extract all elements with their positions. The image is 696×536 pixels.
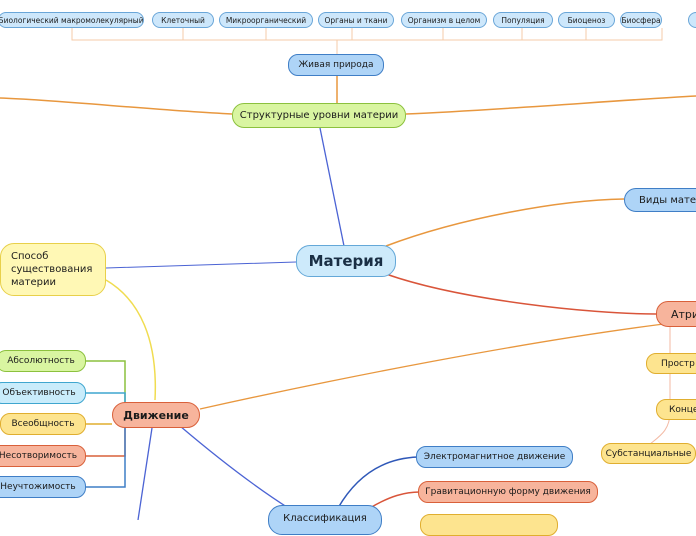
level-label: Организм в целом [407, 15, 481, 25]
structural-levels-label: Структурные уровни материи [239, 110, 399, 121]
link-motion-down [137, 427, 153, 520]
level-label: Микроорганический [225, 15, 307, 25]
prop-indestructibility[interactable]: Неучтожимость [0, 476, 86, 498]
level-biological-macromolecular[interactable]: Биологический макромолекулярный [0, 12, 144, 28]
attributes-label: Атри [671, 307, 696, 321]
level-biosphere[interactable]: Биосфера [620, 12, 662, 28]
attribute-substantial-node[interactable]: Субстанциальные [601, 443, 696, 464]
level-organs-tissues[interactable]: Органы и ткани [318, 12, 394, 28]
link-attribute-items [649, 326, 671, 445]
classification-node[interactable]: Классификация [268, 505, 382, 535]
prop-label: Всеобщность [11, 419, 75, 429]
root-node[interactable]: Материя [296, 245, 396, 277]
level-label: Биосфера [621, 15, 661, 25]
class-gravitational-node[interactable]: Гравитационную форму движения [418, 481, 598, 503]
link-root-attributes [385, 273, 657, 315]
class-electromagnetic-label: Электромагнитное движение [423, 452, 566, 462]
level-organism[interactable]: Организм в целом [401, 12, 487, 28]
link-mode-motion [105, 279, 157, 401]
attribute-substantial-label: Субстанциальные [605, 448, 692, 459]
kinds-label: Виды матер [639, 194, 696, 206]
link-root-levels [319, 127, 345, 247]
level-label: Органы и ткани [324, 15, 388, 25]
attribute-space-node[interactable]: Простр [646, 353, 696, 374]
root-label: Материя [308, 252, 384, 270]
link-motion-classification [179, 425, 291, 510]
class-electromagnetic-node[interactable]: Электромагнитное движение [416, 446, 573, 468]
living-nature-node[interactable]: Живая природа [288, 54, 384, 76]
link-root-mode [105, 261, 297, 269]
prop-objectivity[interactable]: Объективность [0, 382, 86, 404]
structural-levels-node[interactable]: Структурные уровни материи [232, 103, 406, 128]
level-population[interactable]: Популяция [493, 12, 553, 28]
prop-uncreatability[interactable]: Несотворимость [0, 445, 86, 467]
attributes-node[interactable]: Атри [656, 301, 696, 327]
kinds-node[interactable]: Виды матер [624, 188, 696, 212]
level-cellular[interactable]: Клеточный [152, 12, 214, 28]
prop-label: Несотворимость [0, 451, 78, 461]
level-label: Биологический макромолекулярный [0, 15, 144, 25]
attribute-concept-node[interactable]: Конце [656, 399, 696, 420]
class-gravitational-label: Гравитационную форму движения [425, 487, 591, 497]
attribute-space-label: Простр [661, 358, 695, 369]
top-level-bracket [71, 28, 663, 55]
connector-layer [0, 28, 696, 520]
classification-label: Классификация [283, 513, 367, 524]
prop-absoluteness[interactable]: Абсолютность [0, 350, 86, 372]
level-label: Популяция [501, 15, 545, 25]
attribute-concept-label: Конце [669, 404, 696, 415]
prop-label: Абсолютность [7, 356, 75, 366]
link-levels-right [405, 95, 696, 115]
prop-label: Объективность [2, 388, 76, 398]
motion-prop-links [86, 360, 126, 488]
level-biocenosis[interactable]: Биоценоз [558, 12, 615, 28]
link-class-grav [369, 491, 421, 509]
motion-label: Движение [123, 408, 189, 422]
mode-existence-node[interactable]: Способ существования материи [0, 243, 106, 296]
link-class-em [337, 456, 419, 509]
prop-label: Неучтожимость [0, 482, 76, 492]
motion-node[interactable]: Движение [112, 402, 200, 428]
link-levels-left [0, 97, 233, 115]
living-nature-label: Живая природа [298, 60, 374, 70]
link-root-kinds [385, 198, 625, 247]
link-motion-attributes [199, 321, 681, 410]
prop-universality[interactable]: Всеобщность [0, 413, 86, 435]
mode-existence-label: Способ существования материи [11, 251, 93, 288]
level-label: Клеточный [161, 15, 205, 25]
level-label: Биоценоз [567, 15, 606, 25]
level-microorganic[interactable]: Микроорганический [219, 12, 313, 28]
class-partial-node[interactable] [420, 514, 558, 536]
